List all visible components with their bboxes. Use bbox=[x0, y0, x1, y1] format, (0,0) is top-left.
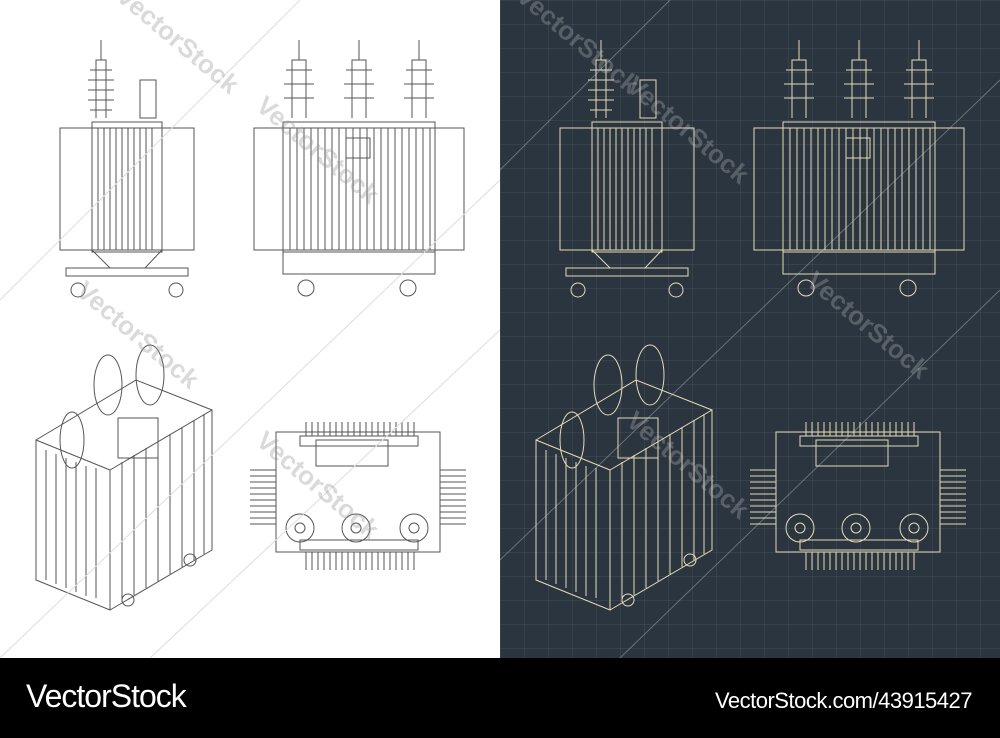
light-blueprint-panel: VectorStock VectorStock VectorStock Vect… bbox=[0, 0, 500, 658]
top-view-drawing bbox=[250, 422, 466, 570]
isometric-view-drawing bbox=[35, 344, 213, 611]
transformer-drawings-light bbox=[0, 0, 500, 658]
transformer-drawings-dark bbox=[500, 0, 1000, 658]
top-view-drawing bbox=[750, 422, 966, 570]
front-view-drawing bbox=[253, 40, 465, 297]
dark-blueprint-panel: VectorStock VectorStock VectorStock Vect… bbox=[500, 0, 1000, 658]
side-view-drawing bbox=[59, 40, 195, 298]
side-view-drawing bbox=[559, 40, 695, 298]
footer-bar: VectorStock VectorStock.com/43915427 bbox=[0, 658, 1000, 738]
brand-logo: VectorStock bbox=[26, 678, 187, 714]
image-url: VectorStock.com/43915427 bbox=[714, 688, 973, 713]
isometric-view-drawing bbox=[535, 344, 713, 611]
front-view-drawing bbox=[753, 40, 965, 297]
